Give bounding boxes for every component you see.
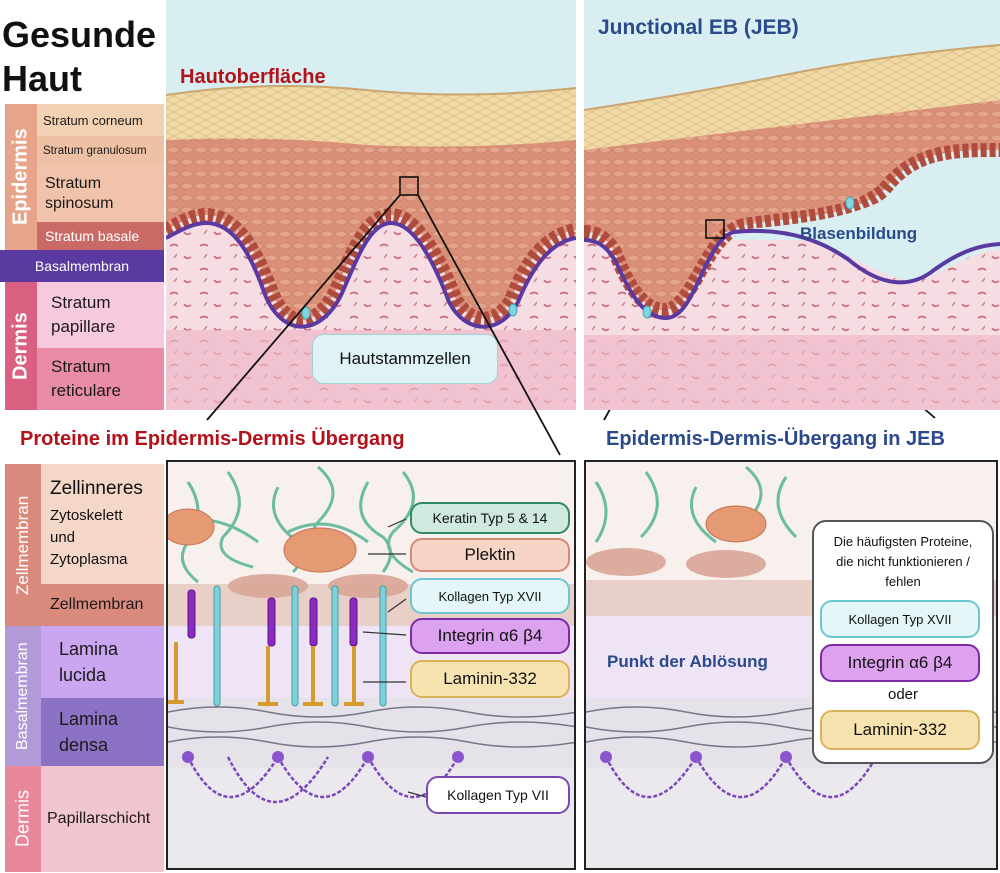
title-uebergang-jeb: Epidermis-Dermis-Übergang in JEB [606, 428, 945, 450]
row-zellinneres-label: Zellinneres [50, 478, 143, 499]
dermis-bottom-group-label: Dermis [5, 766, 41, 872]
jeb-junction-illustration [584, 460, 998, 870]
row-zellmembran: Zellmembran [41, 584, 164, 626]
label-blasenbildung: Blasenbildung [800, 224, 918, 243]
protein-plektin: Plektin [410, 538, 570, 572]
missing-laminin: Laminin-332 [820, 710, 980, 750]
protein-laminin: Laminin-332 [410, 660, 570, 698]
zellmembran-group-label: Zellmembran [5, 464, 41, 626]
layer-stratum-corneum: Stratum corneum [37, 104, 164, 136]
title-proteine-uebergang: Proteine im Epidermis-Dermis Übergang [20, 428, 405, 450]
missing-oder: oder [887, 686, 919, 703]
missing-kollagen-17: Kollagen Typ XVII [820, 600, 980, 638]
jeb-skin-illustration [584, 0, 1000, 410]
row-papillarschicht: Papillarschicht [41, 766, 164, 872]
protein-kollagen-7: Kollagen Typ VII [426, 776, 570, 814]
jeb-skin-svg [584, 0, 1000, 410]
row-lamina-lucida: Lamina lucida [41, 626, 164, 698]
epidermis-group-label: Epidermis [5, 104, 37, 250]
protein-keratin: Keratin Typ 5 & 14 [410, 502, 570, 534]
protein-kollagen-17: Kollagen Typ XVII [410, 578, 570, 614]
layer-basalmembran: Basalmembran [0, 250, 164, 282]
label-punkt-der-abloesung: Punkt der Ablösung [607, 652, 768, 671]
label-hautoberflaeche: Hautoberfläche [180, 66, 326, 88]
title-haut: Haut [2, 58, 82, 99]
basalmembran-group-label: Basalmembran [5, 626, 41, 766]
title-junctional-eb: Junctional EB (JEB) [598, 16, 799, 39]
row-zytoskelett-label: Zytoskelett und Zytoplasma [50, 507, 128, 568]
label-hautstammzellen: Hautstammzellen [312, 334, 498, 384]
row-zellinneres [41, 464, 164, 584]
title-gesunde: Gesunde [2, 14, 157, 55]
row-lamina-densa: Lamina densa [41, 698, 164, 766]
dermis-group-label: Dermis [5, 282, 37, 410]
jeb-junction-svg [586, 462, 996, 868]
layer-stratum-granulosum: Stratum granulosum [37, 136, 164, 166]
layer-stratum-reticulare: Stratum reticulare [37, 348, 164, 410]
missing-integrin: Integrin α6 β4 [820, 644, 980, 682]
missing-proteins-title: Die häufigsten Proteine, die nicht funkt… [833, 534, 973, 589]
layer-stratum-spinosum: Stratum spinosum [37, 166, 164, 222]
protein-integrin: Integrin α6 β4 [410, 618, 570, 654]
layer-stratum-basale: Stratum basale [37, 222, 164, 250]
layer-stratum-papillare: Stratum papillare [37, 282, 164, 348]
